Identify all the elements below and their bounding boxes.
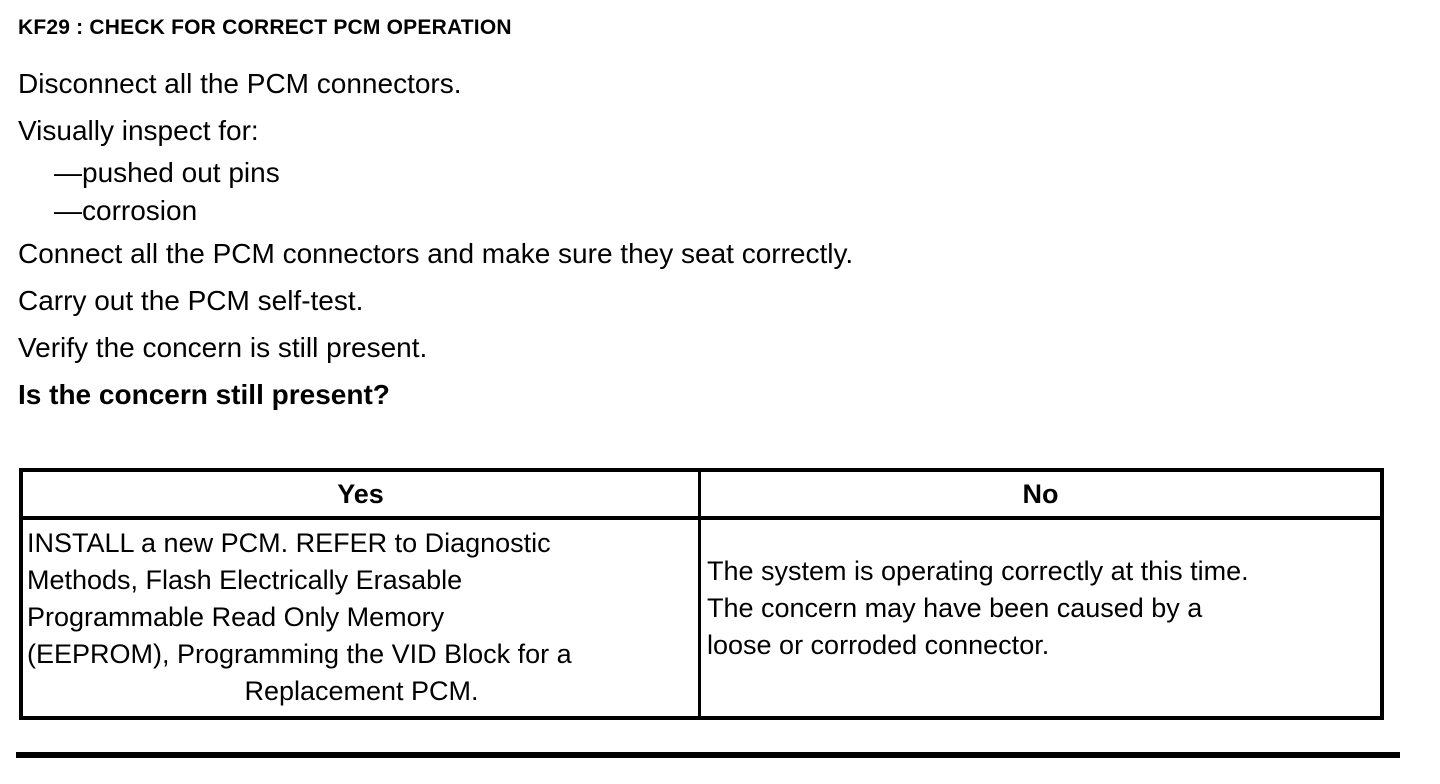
bullet-corrosion: —corrosion [54, 195, 198, 226]
yes-action-line-3: Programmable Read Only Memory [27, 602, 445, 632]
table-header-no: No [1022, 479, 1059, 509]
table-row: INSTALL a new PCM. REFER to Diagnostic M… [23, 520, 1380, 716]
step-visually-inspect: Visually inspect for: [18, 115, 259, 146]
no-action-line-3: loose or corroded connector. [707, 629, 1050, 660]
yes-action-line-2: Methods, Flash Electrically Erasable [27, 565, 463, 595]
inspection-bullet-list: —pushed out pins —corrosion [18, 154, 1398, 230]
footer-divider-rule [16, 752, 1400, 758]
table-header-row: Yes No [23, 472, 1380, 520]
no-action-line-1: The system is operating correctly at thi… [707, 555, 1249, 586]
step-disconnect: Disconnect all the PCM connectors. [18, 68, 462, 99]
no-action-line-2: The concern may have been caused by a [707, 592, 1203, 623]
yes-action-text: INSTALL a new PCM. REFER to Diagnostic M… [23, 520, 698, 716]
table-header-yes: Yes [23, 472, 701, 516]
step-self-test: Carry out the PCM self-test. [18, 285, 364, 316]
yes-action-line-4: (EEPROM), Programming the VID Block for … [27, 639, 572, 669]
page-title: KF29 : CHECK FOR CORRECT PCM OPERATION [18, 16, 512, 39]
bullet-pushed-out-pins: —pushed out pins [54, 157, 280, 188]
no-action-text: The system is operating correctly at thi… [701, 520, 1380, 696]
step-question: Is the concern still present? [18, 379, 390, 410]
decision-table: Yes No INSTALL a new PCM. REFER to Diagn… [19, 468, 1384, 720]
step-verify: Verify the concern is still present. [18, 332, 428, 363]
no-action-lines: The system is operating correctly at thi… [707, 553, 1249, 664]
procedure-steps: Disconnect all the PCM connectors. Visua… [18, 60, 1398, 418]
yes-action-line-5: Replacement PCM. [244, 676, 479, 706]
yes-action-line-1: INSTALL a new PCM. REFER to Diagnostic [27, 528, 551, 558]
table-cell-yes-action: INSTALL a new PCM. REFER to Diagnostic M… [23, 520, 701, 716]
table-cell-no-action: The system is operating correctly at thi… [701, 520, 1380, 716]
step-connect: Connect all the PCM connectors and make … [18, 238, 854, 269]
